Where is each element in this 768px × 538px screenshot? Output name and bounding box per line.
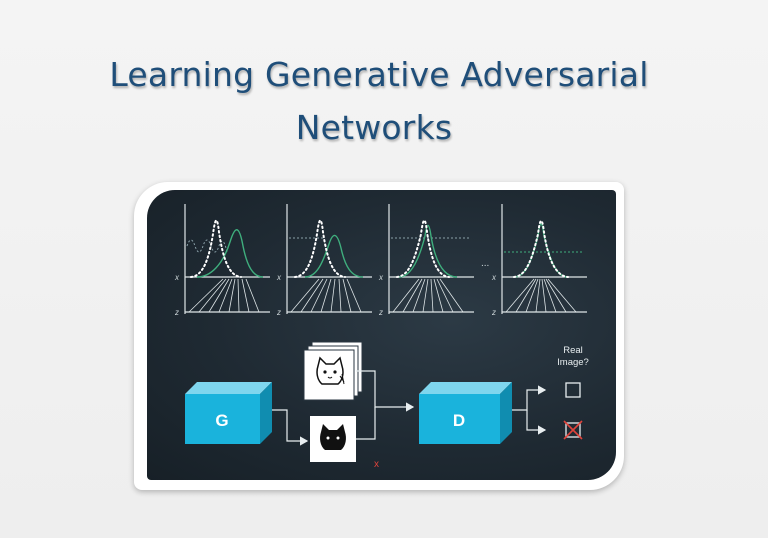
- generator-distribution-curve: [513, 223, 569, 278]
- real-image-question-line-1: Real: [563, 345, 583, 356]
- data-distribution-dots: [396, 219, 450, 278]
- distribution-plot-step-1: x z: [174, 204, 270, 317]
- title-line-1: Learning Generative Adversarial: [109, 55, 649, 94]
- real-image-stack: [303, 341, 363, 401]
- cat-silhouette-icon: [320, 424, 346, 450]
- fake-mark: x: [374, 459, 379, 470]
- distribution-plot-step-4: x z: [491, 204, 587, 317]
- mapping-lines: [188, 278, 260, 313]
- z-axis-label: z: [174, 308, 179, 317]
- cat-outline-icon: [316, 356, 345, 385]
- z-axis-label: z: [378, 308, 383, 317]
- x-axis-label: x: [174, 273, 180, 282]
- generator-distribution-curve: [196, 229, 264, 278]
- crossed-checkbox-icon: [563, 420, 583, 440]
- data-distribution-dots: [513, 220, 569, 278]
- discriminator-curve: [186, 239, 228, 253]
- discriminator-label: D: [453, 411, 465, 430]
- data-distribution-dots: [294, 219, 346, 278]
- mapping-lines: [392, 278, 464, 313]
- generator-block: G: [185, 382, 272, 444]
- checkbox-icon: [565, 382, 581, 398]
- real-image-question-line-2: Image?: [557, 357, 589, 368]
- generated-image: x: [310, 416, 379, 470]
- x-axis-label: x: [276, 273, 282, 282]
- mapping-lines: [505, 278, 577, 313]
- gan-diagram-panel: x z x z: [147, 190, 616, 480]
- flow-arrows: [272, 370, 547, 446]
- mapping-lines: [290, 278, 362, 313]
- x-axis-label: x: [378, 273, 384, 282]
- data-distribution-dots: [190, 219, 242, 278]
- z-axis-label: z: [491, 308, 496, 317]
- x-axis-label: x: [491, 273, 497, 282]
- title-line-2: Networks: [295, 108, 453, 147]
- ellipsis: ...: [481, 258, 489, 269]
- z-axis-label: z: [276, 308, 281, 317]
- distribution-plot-step-3: x z: [378, 204, 474, 317]
- page-title: Learning Generative Adversarial Networks: [0, 48, 768, 154]
- discriminator-block: D: [419, 382, 512, 444]
- distribution-plot-step-2: x z: [276, 204, 372, 317]
- generator-distribution-curve: [398, 224, 458, 278]
- generator-label: G: [215, 411, 228, 430]
- gan-diagram: x z x z: [174, 204, 589, 470]
- generator-distribution-curve: [304, 234, 364, 278]
